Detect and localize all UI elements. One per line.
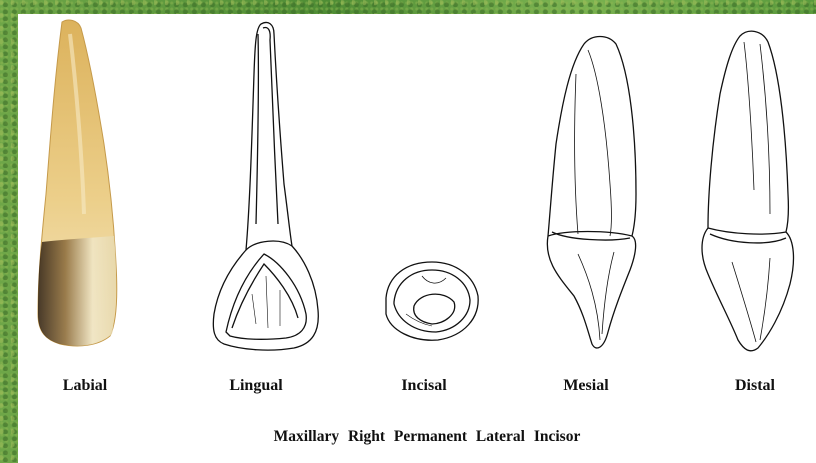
mesial-tooth-drawing — [547, 37, 636, 349]
figure-panel: Labial Lingual Incisal Mesial Distal Max… — [18, 14, 816, 463]
lingual-tooth-drawing — [213, 22, 318, 350]
figure-caption: Maxillary Right Permanent Lateral Inciso… — [18, 428, 816, 446]
view-label-incisal: Incisal — [364, 377, 484, 395]
view-label-distal: Distal — [695, 377, 815, 395]
view-label-labial: Labial — [25, 377, 145, 395]
view-label-mesial: Mesial — [526, 377, 646, 395]
tooth-drawings — [18, 14, 816, 463]
distal-tooth-drawing — [702, 31, 793, 351]
labial-tooth-image — [38, 20, 117, 346]
view-label-lingual: Lingual — [196, 377, 316, 395]
incisal-tooth-drawing — [386, 262, 478, 340]
